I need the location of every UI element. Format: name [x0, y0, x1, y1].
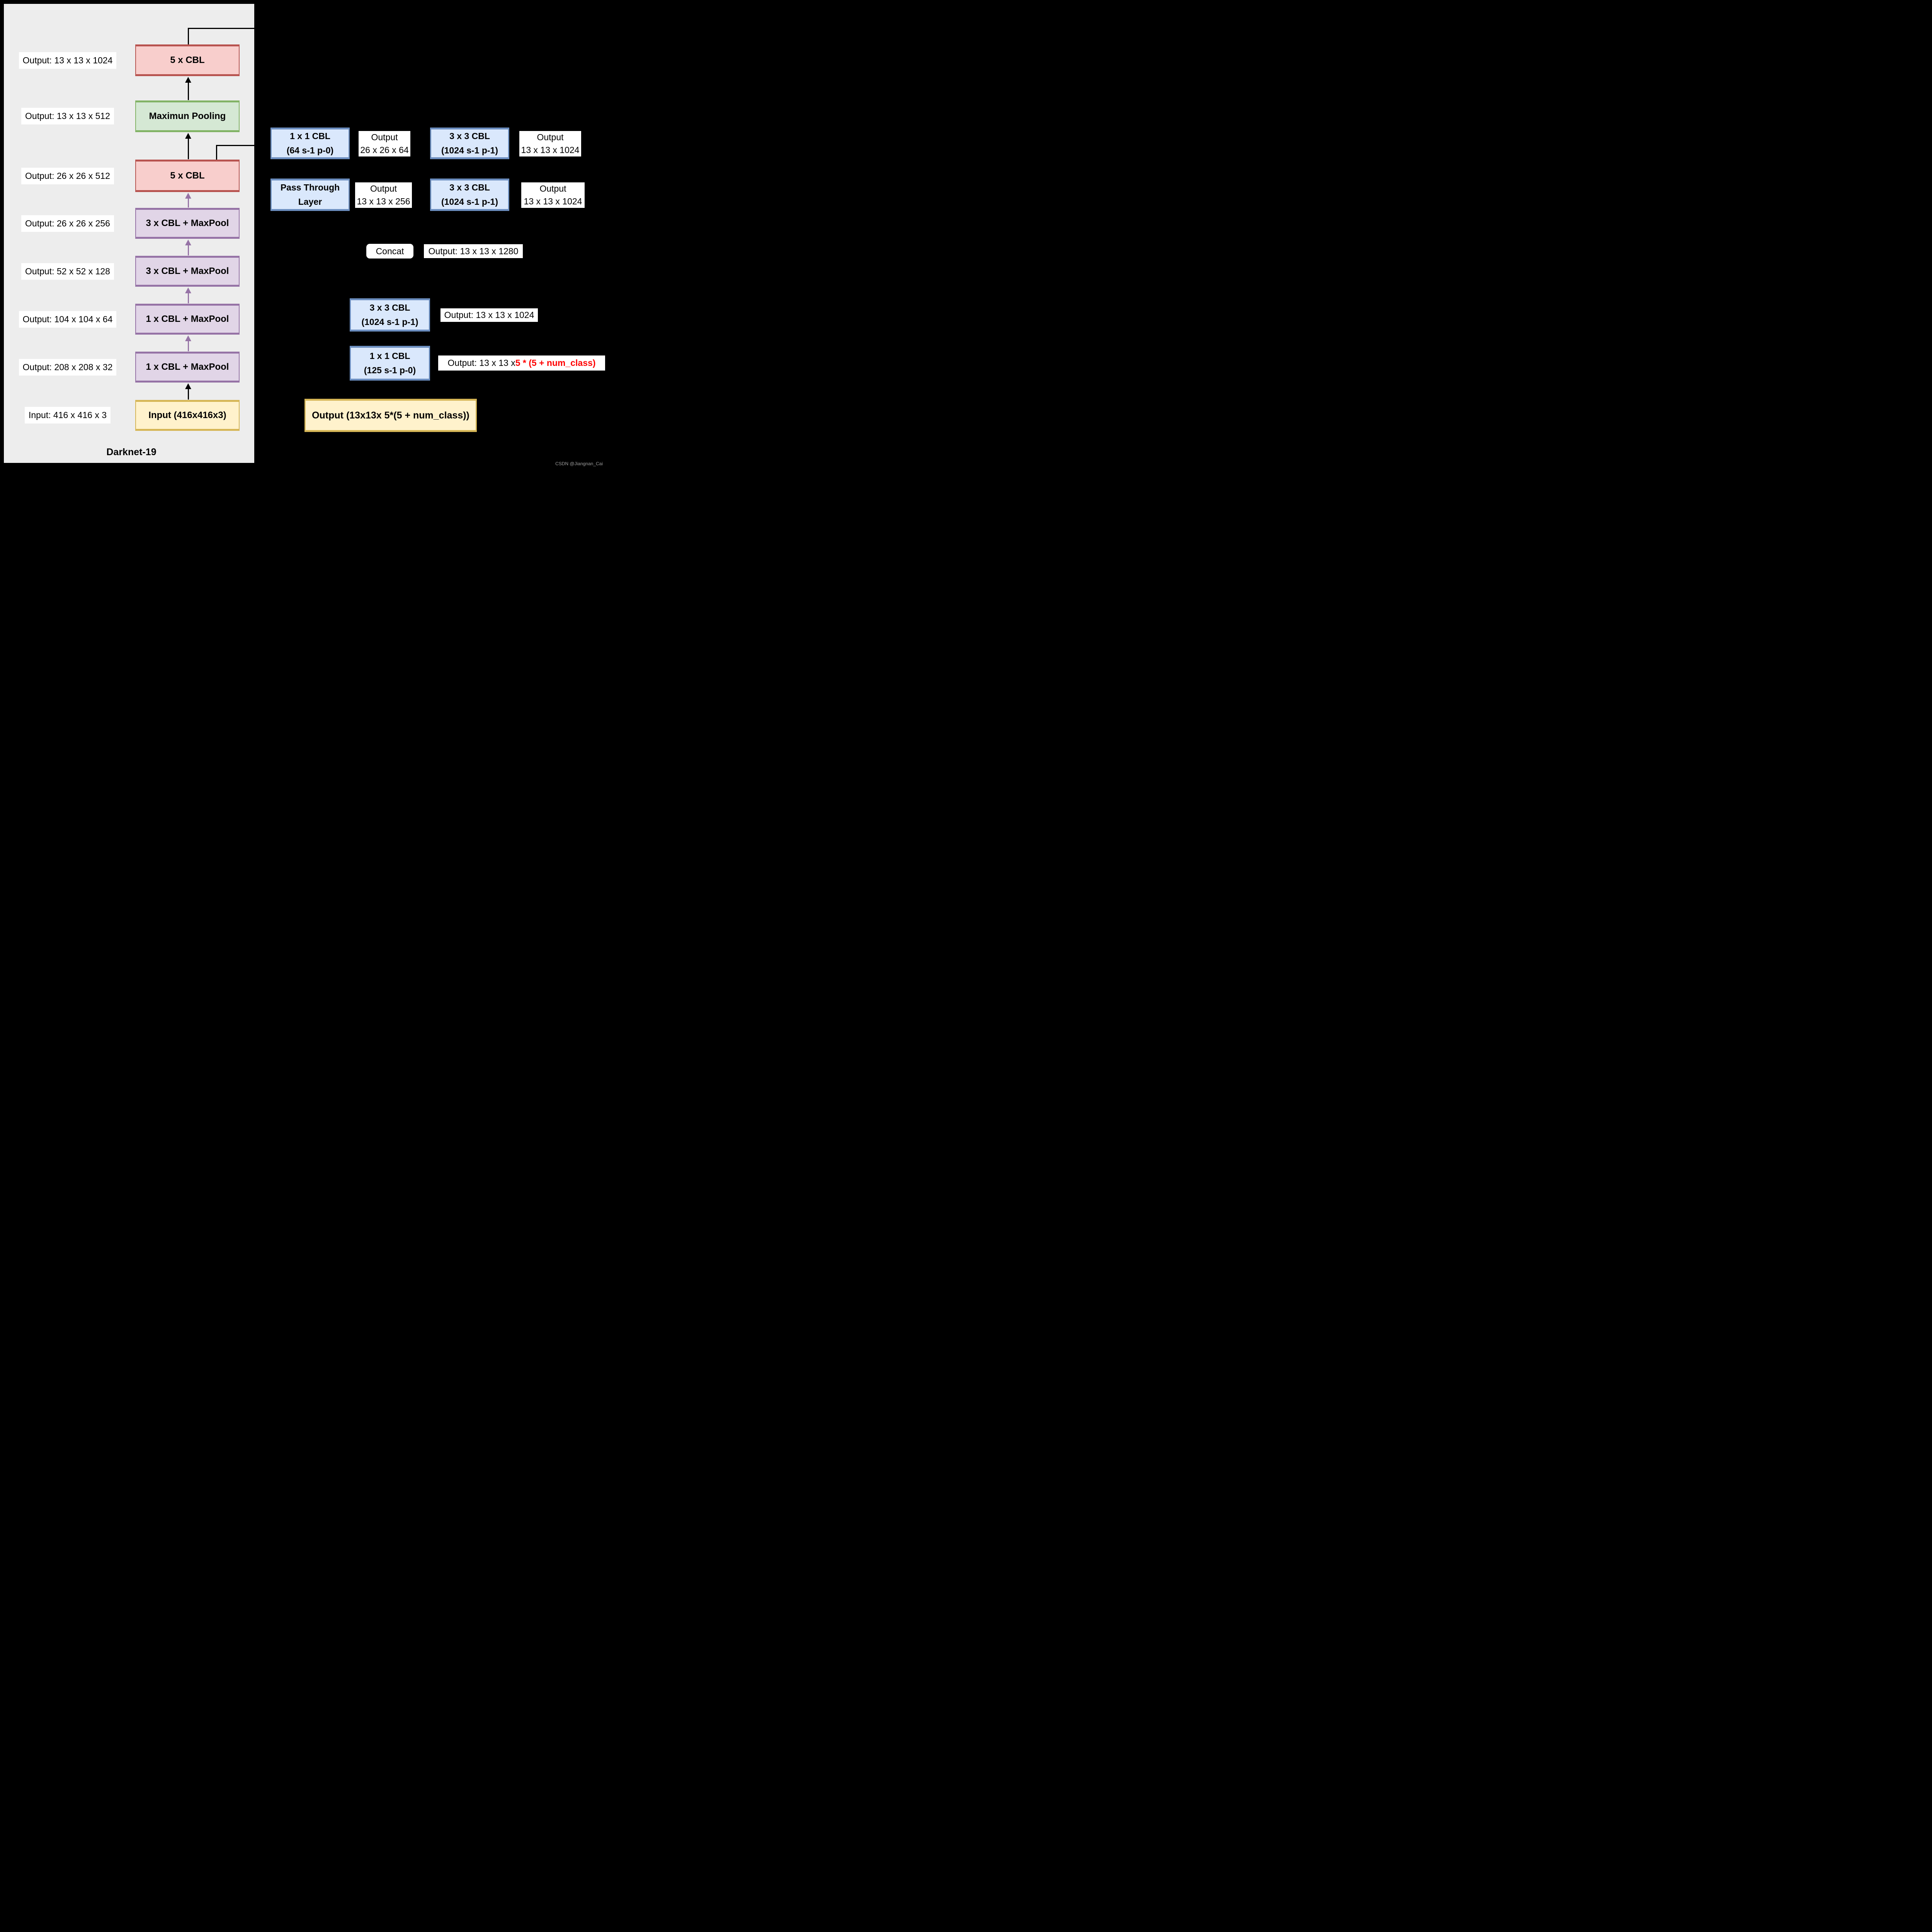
conv-1x1-125-box: 1 x 1 CBL (125 s-1 p-0) [350, 346, 430, 381]
backbone-title: Darknet-19 [106, 447, 156, 457]
watermark: CSDN @Jiangnan_Cai [555, 461, 603, 466]
annotation-text: Output: 26 x 26 x 256 [21, 215, 114, 232]
label-line: 13 x 13 x 1024 [521, 145, 580, 155]
box-line: (1024 s-1 p-1) [441, 197, 498, 207]
layer-box-5xcbl-top: 5 x CBL [135, 44, 240, 76]
layer-box-max-pooling: Maximun Pooling [135, 100, 240, 132]
layer-label: Input (416x416x3) [148, 410, 226, 420]
pass-through-layer-box: Pass Through Layer [270, 179, 350, 211]
label-line: 13 x 13 x 256 [357, 196, 410, 206]
final-output-label: Output (13x13x 5*(5 + num_class)) [312, 410, 469, 421]
output-13-13-1024-label-c: Output: 13 x 13 x 1024 [440, 308, 538, 322]
connector-top-vertical [188, 28, 189, 45]
layer-box-1xcbl-maxpool-b: 1 x CBL + MaxPool [135, 352, 240, 383]
connector-top-horizontal [188, 28, 256, 29]
annotation-output-26-26-256: Output: 26 x 26 x 256 [15, 215, 120, 232]
conv-3x3-1024-box-a: 3 x 3 CBL (1024 s-1 p-1) [430, 128, 509, 159]
layer-label: 3 x CBL + MaxPool [146, 266, 229, 276]
output-13-13-1024-label-b: Output 13 x 13 x 1024 [521, 182, 585, 208]
final-output-box: Output (13x13x 5*(5 + num_class)) [304, 399, 477, 432]
layer-box-1xcbl-maxpool-a: 1 x CBL + MaxPool [135, 304, 240, 335]
layer-label: 5 x CBL [170, 170, 205, 181]
annotation-output-104-104-64: Output: 104 x 104 x 64 [15, 311, 120, 328]
box-line: 3 x 3 CBL [449, 131, 490, 141]
label-line: 26 x 26 x 64 [360, 145, 409, 155]
output-num-class-label: Output: 13 x 13 x 5 * (5 + num_class) [438, 355, 605, 371]
label-line: 13 x 13 x 1024 [524, 196, 582, 206]
box-line: 3 x 3 CBL [449, 182, 490, 192]
annotation-output-52-52-128: Output: 52 x 52 x 128 [15, 263, 120, 280]
box-line: 3 x 3 CBL [369, 303, 410, 313]
label-line: Output [371, 132, 398, 142]
label-line: Output [370, 184, 397, 194]
box-line: (1024 s-1 p-1) [361, 317, 418, 327]
layer-box-input: Input (416x416x3) [135, 400, 240, 431]
output-13-13-1024-label-a: Output 13 x 13 x 1024 [519, 131, 581, 156]
output-13-13-256-label: Output 13 x 13 x 256 [355, 182, 412, 208]
box-line: (125 s-1 p-0) [364, 365, 416, 375]
conv-1x1-64-box: 1 x 1 CBL (64 s-1 p-0) [270, 128, 350, 159]
layer-box-3xcbl-maxpool-b: 3 x CBL + MaxPool [135, 256, 240, 287]
annotation-text: Output: 104 x 104 x 64 [19, 311, 117, 328]
label-line: Output [539, 184, 566, 194]
layer-label: 5 x CBL [170, 55, 205, 65]
label-line: Output [537, 132, 564, 142]
box-line: (64 s-1 p-0) [286, 145, 334, 155]
connector-mid-horizontal [216, 145, 256, 146]
conv-3x3-1024-box-b: 3 x 3 CBL (1024 s-1 p-1) [430, 179, 509, 211]
layer-label: 3 x CBL + MaxPool [146, 218, 229, 228]
annotation-output-13-13-1024: Output: 13 x 13 x 1024 [15, 52, 120, 69]
output-13-13-1280-label: Output: 13 x 13 x 1280 [424, 244, 523, 258]
label-line: Output: 13 x 13 x 1280 [428, 246, 519, 256]
annotation-output-26-26-512: Output: 26 x 26 x 512 [15, 167, 120, 184]
annotation-output-208-208-32: Output: 208 x 208 x 32 [15, 359, 120, 376]
annotation-text: Output: 13 x 13 x 512 [21, 107, 114, 124]
box-line: (1024 s-1 p-1) [441, 145, 498, 155]
layer-label: Maximun Pooling [149, 111, 226, 121]
concat-label: Concat [376, 246, 404, 256]
box-line: Layer [298, 197, 322, 207]
box-line: 1 x 1 CBL [290, 131, 330, 141]
label-line: Output: 13 x 13 x 1024 [444, 310, 534, 320]
layer-box-3xcbl-maxpool-a: 3 x CBL + MaxPool [135, 208, 240, 239]
annotation-text: Output: 52 x 52 x 128 [21, 263, 114, 280]
layer-label: 1 x CBL + MaxPool [146, 314, 229, 324]
label-highlight-red: 5 * (5 + num_class) [515, 358, 596, 368]
layer-box-5xcbl-mid: 5 x CBL [135, 160, 240, 192]
layer-label: 1 x CBL + MaxPool [146, 362, 229, 372]
box-line: Pass Through [280, 182, 340, 192]
annotation-output-13-13-512: Output: 13 x 13 x 512 [15, 107, 120, 124]
box-line: 1 x 1 CBL [369, 351, 410, 361]
conv-3x3-1024-box-c: 3 x 3 CBL (1024 s-1 p-1) [350, 298, 430, 332]
annotation-text: Output: 26 x 26 x 512 [21, 167, 114, 184]
annotation-text: Input: 416 x 416 x 3 [24, 406, 111, 423]
annotation-text: Output: 13 x 13 x 1024 [19, 52, 117, 69]
concat-box: Concat [366, 244, 413, 259]
output-26-26-64-label: Output 26 x 26 x 64 [359, 131, 410, 156]
annotation-text: Output: 208 x 208 x 32 [19, 359, 117, 376]
connector-mid-vertical [216, 145, 217, 160]
architecture-diagram: 5 x CBL Maximun Pooling 5 x CBL 3 x CBL … [0, 0, 606, 468]
annotation-input-416-416-3: Input: 416 x 416 x 3 [15, 406, 120, 423]
label-prefix: Output: 13 x 13 x [447, 358, 515, 368]
